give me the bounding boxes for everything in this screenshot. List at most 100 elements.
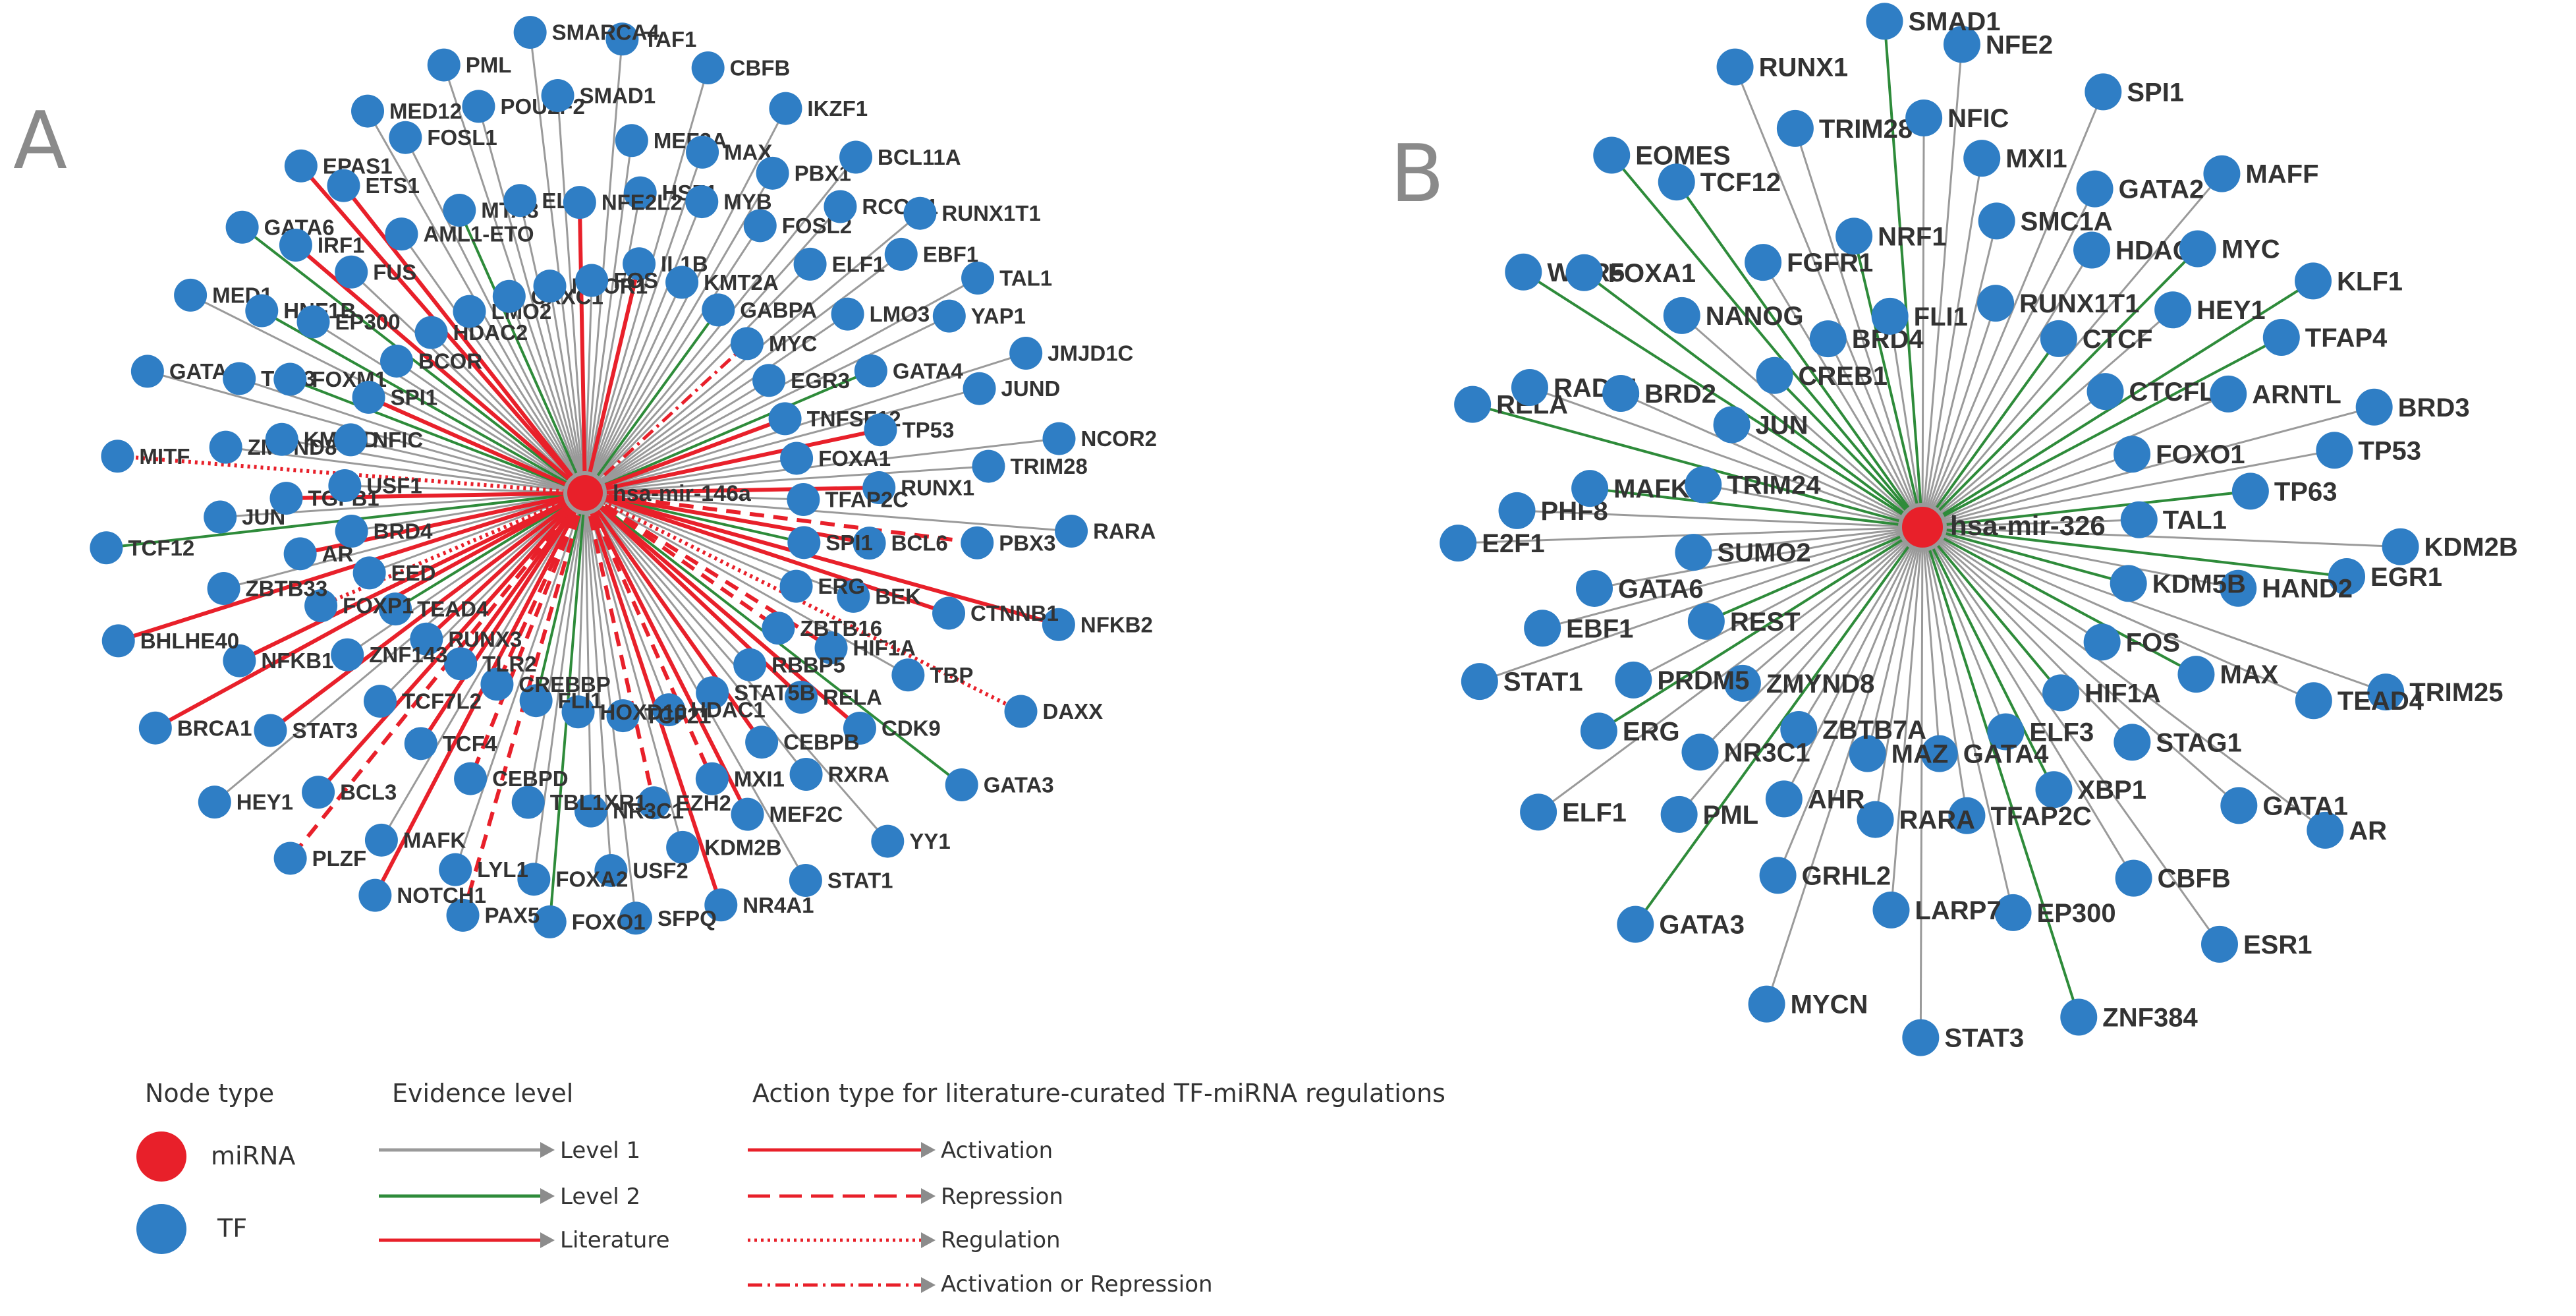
panel-b-network: NFE2MXI1SMC1ARUNX1T1SPI1GATA2HDAC2CTCFMA… <box>1440 3 2518 1056</box>
edge-rela <box>1472 403 1923 529</box>
tf-node-nfic <box>1905 100 1943 137</box>
edge-rxra <box>584 492 807 775</box>
edge-xbp1 <box>1921 527 2056 791</box>
tf-label-ep300: EP300 <box>335 310 401 334</box>
tf-node-kdm2b <box>666 830 700 864</box>
edge-tp53 <box>1922 449 2335 529</box>
panel-a-letter: A <box>13 96 67 187</box>
tf-node-plzf <box>273 842 307 875</box>
edge-nfkb1 <box>238 491 586 663</box>
legend-regulation-label: Regulation <box>941 1227 1061 1253</box>
edge-runx1 <box>584 486 880 495</box>
tf-label-spi1: SPI1 <box>391 385 438 409</box>
legend: Node type miRNA TF Evidence level Level … <box>136 1079 1445 1298</box>
edge-kdm2b <box>584 492 684 848</box>
tf-node-fos <box>2083 623 2121 661</box>
tf-label-pml: PML <box>1703 801 1758 830</box>
panel-b-letter: B <box>1390 129 1444 220</box>
tf-node-nanog <box>1663 297 1700 334</box>
edge-hnf1b <box>261 309 586 494</box>
edge-ar <box>1922 526 2326 832</box>
tf-node-ncor2 <box>1042 422 1076 455</box>
tf-node-cxxc1 <box>492 279 526 313</box>
edge-fosl1 <box>405 137 586 494</box>
tf-label-foxa2: FOXA2 <box>555 867 628 892</box>
tf-node-yy1 <box>871 824 905 858</box>
edge-tbp <box>584 492 909 676</box>
tf-node-lyl1 <box>439 853 472 886</box>
edge-myb <box>584 201 703 494</box>
tf-node-zbtb33 <box>207 572 240 606</box>
tf-node-stat3 <box>1902 1019 1940 1056</box>
tf-node-znf384 <box>2060 998 2098 1036</box>
tf-node-tal1 <box>961 261 995 295</box>
tf-label-nfe2: NFE2 <box>1986 30 2053 59</box>
tf-node-tp53 <box>864 413 897 447</box>
edge-smad1 <box>1883 21 1924 528</box>
tf-label-hey1: HEY1 <box>2197 296 2266 325</box>
edge-pml <box>1678 527 1924 815</box>
tf-node-eed <box>352 556 386 590</box>
edge-tfap2c <box>1921 527 1968 816</box>
tf-label-ncor2: NCOR2 <box>1080 426 1157 451</box>
tf-node-pbx3 <box>961 526 994 559</box>
legend-mirna-label: miRNA <box>211 1141 295 1170</box>
tf-label-jund: JUND <box>1001 376 1061 401</box>
tf-node-foxo1 <box>533 905 567 938</box>
edge-ep300 <box>1921 527 2015 913</box>
tf-node-gata3 <box>945 768 978 802</box>
tf-label-foxa1: FOXA1 <box>1608 259 1696 288</box>
tf-node-notch1 <box>358 878 392 912</box>
tf-node-stat1 <box>789 864 822 898</box>
tf-label-bcl3: BCL3 <box>340 780 397 805</box>
tf-label-arntl: ARNTL <box>2252 380 2341 409</box>
edge-ncor2 <box>584 438 1059 494</box>
edge-larp7 <box>1890 527 1924 910</box>
tf-node-brd2 <box>1602 375 1640 413</box>
tf-node-tead4 <box>379 592 412 626</box>
edge-brd4 <box>1827 338 1924 528</box>
tf-label-creb1: CREB1 <box>1798 362 1888 391</box>
edge-daxx <box>584 491 1022 714</box>
tf-label-brd4: BRD4 <box>374 519 433 544</box>
tf-node-hif1a <box>2042 674 2080 712</box>
tf-node-klf1 <box>2295 262 2332 300</box>
edge-il1b <box>583 263 641 494</box>
tf-label-maz: MAZ <box>1891 740 1949 769</box>
tf-node-kdm5b <box>2110 565 2147 602</box>
tf-node-fli1 <box>1871 297 1909 335</box>
tf-label-cbfb: CBFB <box>730 56 791 80</box>
tf-node-tlr2 <box>444 647 478 681</box>
tf-label-tfap2c: TFAP2C <box>825 488 909 512</box>
tf-label-kdm5b: KDM5B <box>2152 569 2246 598</box>
tf-label-smad1: SMAD1 <box>1909 7 2001 36</box>
tf-label-runx1t1: RUNX1T1 <box>941 201 1040 225</box>
tf-node-nfic <box>334 423 368 457</box>
tf-node-sfpq <box>619 901 652 935</box>
tf-label-brca1: BRCA1 <box>177 716 252 740</box>
tf-node-ahr <box>1765 780 1803 818</box>
tf-label-tead4: TEAD4 <box>417 597 489 621</box>
tf-label-mef2c: MEF2C <box>770 802 843 826</box>
tf-label-daxx: DAXX <box>1043 699 1104 724</box>
tf-label-nr4a1: NR4A1 <box>742 893 814 917</box>
edge-nfkb2 <box>584 491 1059 627</box>
tf-node-gata4 <box>1920 735 1958 772</box>
tf-node-ezh2 <box>637 786 671 820</box>
legend-action-line-1-head <box>921 1142 936 1158</box>
edge-runx3 <box>425 491 587 641</box>
legend-evidence-line-2-head <box>540 1188 555 1204</box>
edge-hoxd10 <box>577 492 586 712</box>
edge-smad1 <box>557 95 586 494</box>
tf-label-gata6: GATA6 <box>1618 575 1704 604</box>
edge-elf3 <box>518 200 586 494</box>
panel-a-network: TAF1MEF2AHSF1IL1BCBFBMAXMYBKMT2AIKZF1PBX… <box>90 16 1157 938</box>
edge-notch1 <box>373 492 587 897</box>
tf-label-ctnnb1: CTNNB1 <box>970 601 1059 625</box>
tf-node-myb <box>685 185 719 219</box>
tf-node-stat3 <box>254 714 287 747</box>
tf-node-ets1 <box>327 169 360 202</box>
tf-label-ikzf1: IKZF1 <box>807 96 868 121</box>
tf-node-pml <box>1660 795 1698 833</box>
tf-node-pml <box>427 48 461 82</box>
